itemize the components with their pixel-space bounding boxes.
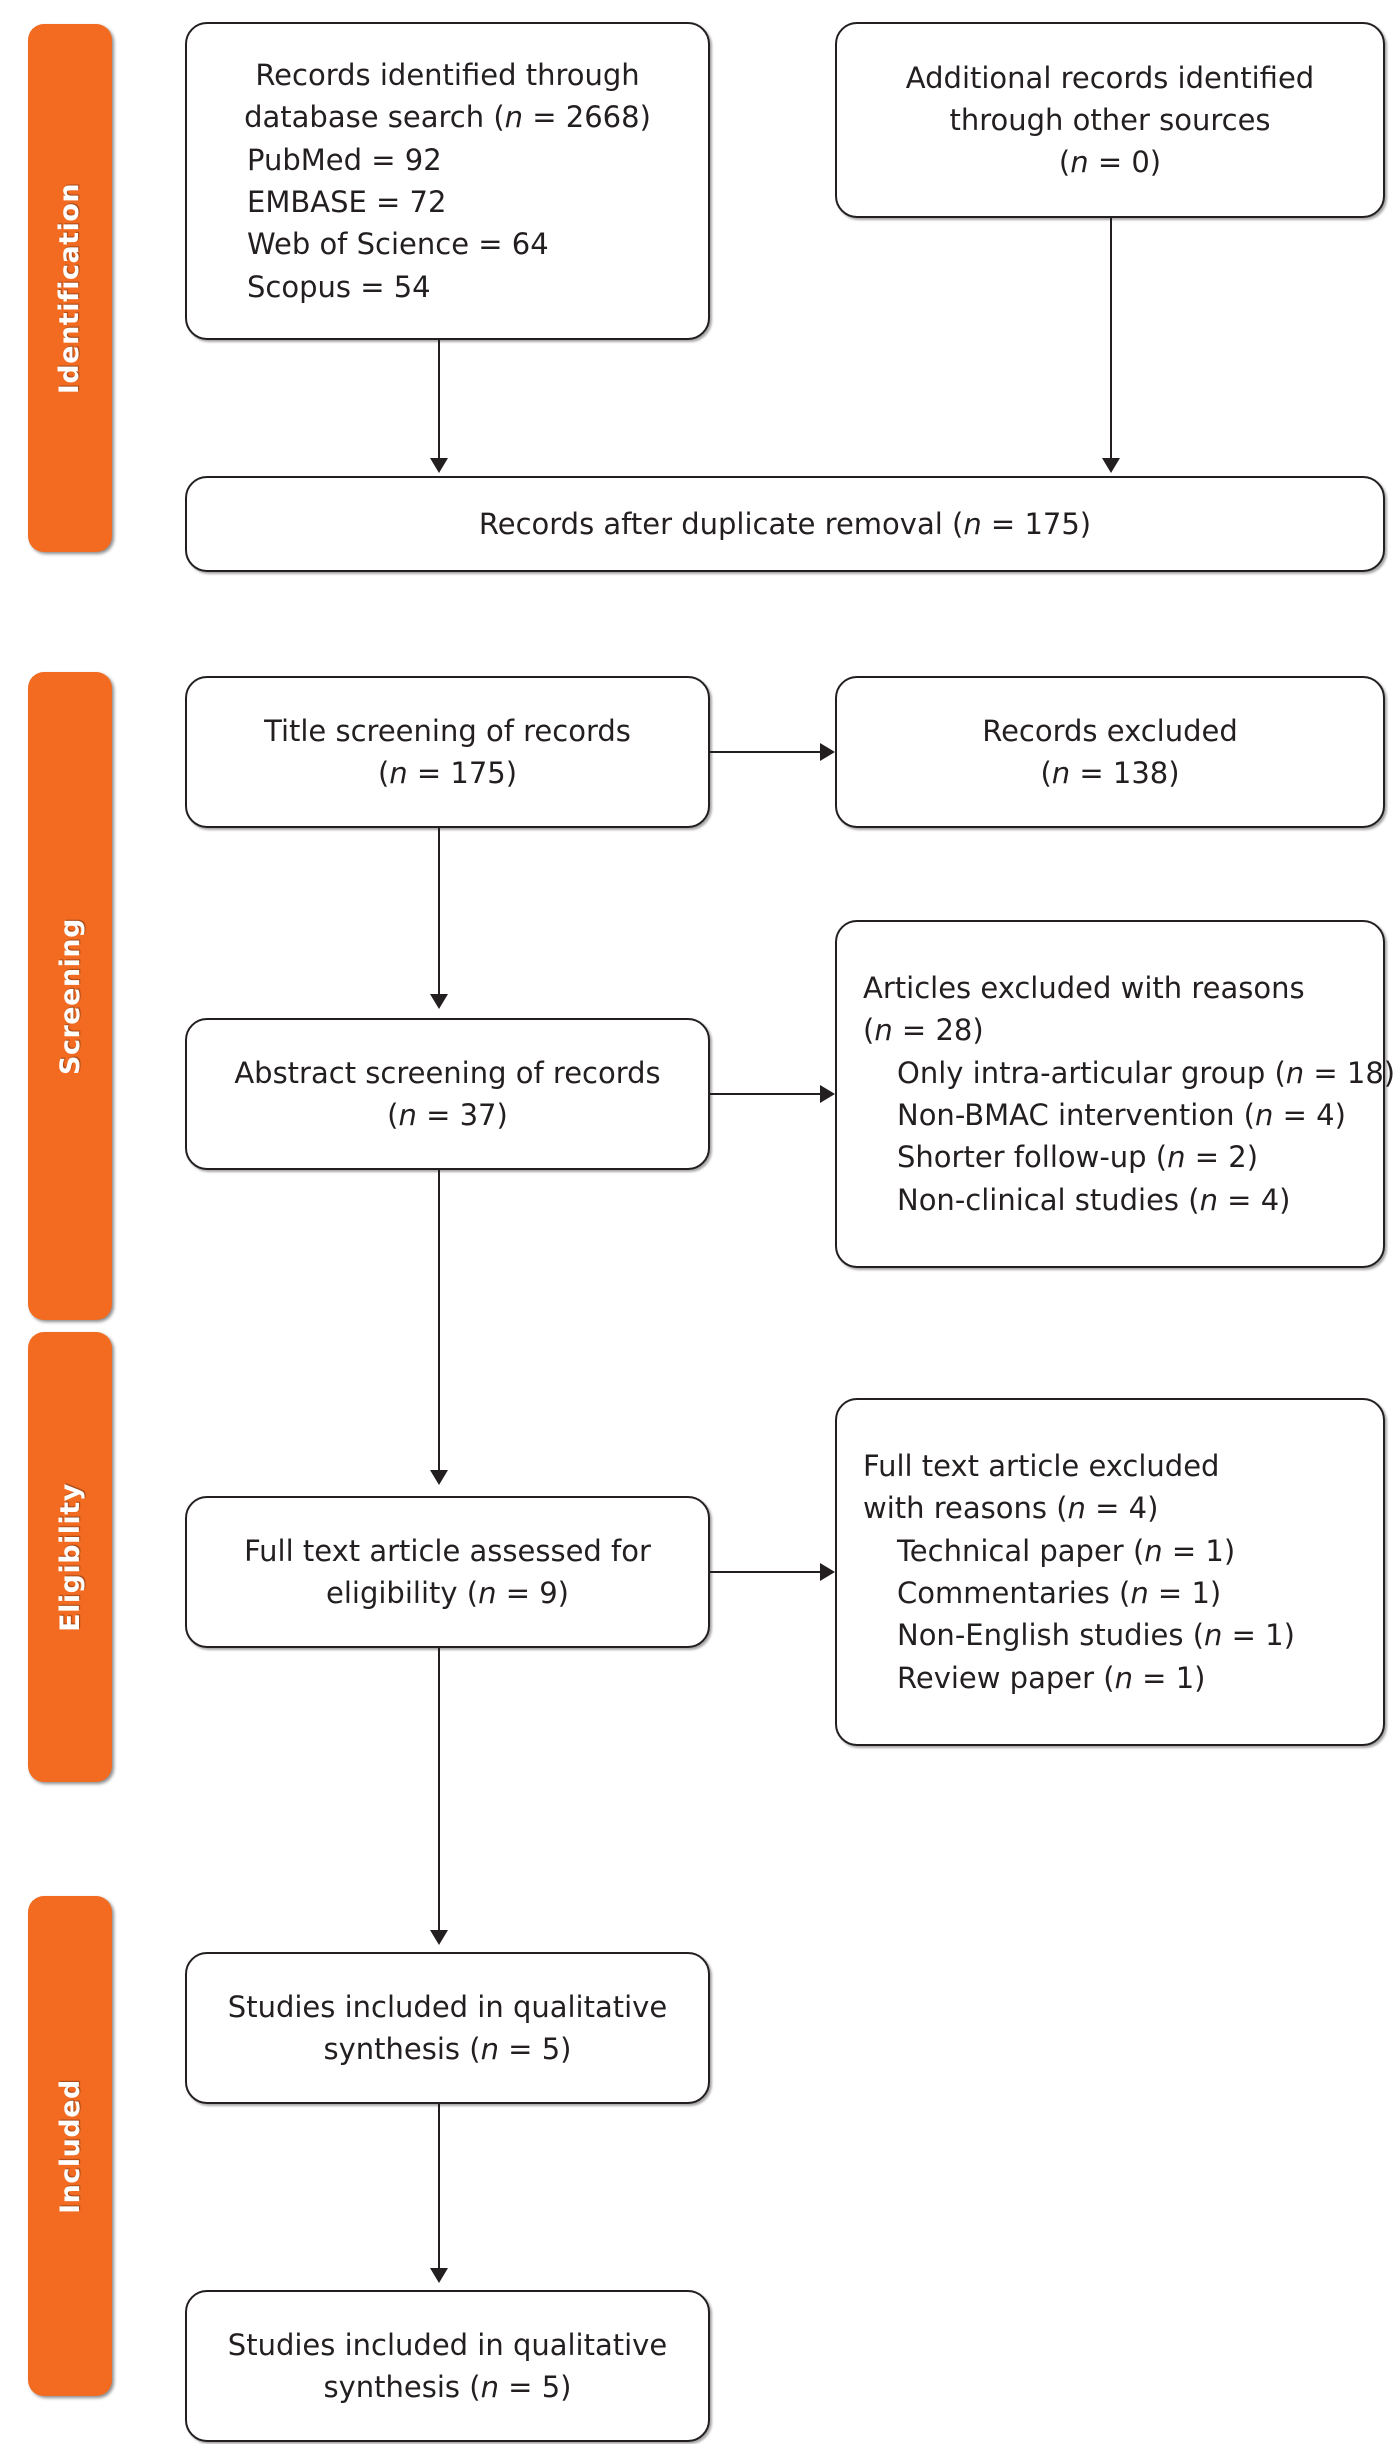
phase-label-screening: Screening bbox=[54, 917, 86, 1075]
box-line: (n = 0) bbox=[1058, 145, 1162, 180]
box-line: Non-English studies (n = 1) bbox=[897, 1618, 1295, 1653]
connector-line bbox=[710, 751, 820, 753]
phase-bar-identification: Identification bbox=[28, 24, 112, 552]
box-line: Studies included in qualitative bbox=[227, 1989, 668, 2024]
records-identified-database-search-box: Records identified through database sear… bbox=[185, 22, 710, 340]
articles-excluded-with-reasons-box: Articles excluded with reasons (n = 28) … bbox=[835, 920, 1394, 1268]
connector-arrow bbox=[430, 458, 448, 473]
box-line: Commentaries (n = 1) bbox=[897, 1576, 1222, 1610]
box-line: Additional records identified bbox=[905, 60, 1315, 95]
studies-included-qualitative-synthesis-1-box: Studies included in qualitative synthesi… bbox=[185, 1952, 710, 2104]
box-line: Studies included in qualitative bbox=[227, 2327, 668, 2362]
box-line: Shorter follow-up (n = 2) bbox=[897, 1140, 1259, 1175]
box-line: with reasons (n = 4) bbox=[863, 1491, 1159, 1526]
box-line: PubMed = 92 bbox=[247, 142, 442, 177]
phase-bar-included: Included bbox=[28, 1896, 112, 2396]
connector-line bbox=[710, 1571, 820, 1573]
phase-label-included: Included bbox=[54, 2078, 86, 2214]
phase-label-identification: Identification bbox=[54, 182, 86, 394]
connector-line bbox=[438, 1170, 440, 1470]
phase-label-eligibility: Eligibility bbox=[54, 1482, 86, 1632]
box-line: Full text article assessed for bbox=[244, 1533, 651, 1568]
connector-arrow bbox=[820, 743, 835, 761]
box-line: (n = 37) bbox=[387, 1098, 508, 1132]
connector-arrow bbox=[820, 1563, 835, 1581]
title-screening-of-records-box: Title screening of records (n = 175) bbox=[185, 676, 710, 828]
connector-line bbox=[1110, 218, 1112, 458]
box-line: database search (n = 2668) bbox=[244, 100, 651, 135]
box-line: Articles excluded with reasons bbox=[863, 971, 1305, 1006]
records-after-duplicate-removal-box: Records after duplicate removal (n = 175… bbox=[185, 476, 1385, 572]
box-line: Full text article excluded bbox=[863, 1449, 1220, 1484]
box-line: Review paper (n = 1) bbox=[897, 1660, 1206, 1695]
phase-bar-eligibility: Eligibility bbox=[28, 1332, 112, 1782]
box-line: Records identified through bbox=[255, 58, 640, 93]
box-line: EMBASE = 72 bbox=[247, 185, 447, 219]
additional-records-other-sources-box: Additional records identified through ot… bbox=[835, 22, 1385, 218]
box-line: through other sources bbox=[949, 102, 1271, 137]
box-line: (n = 175) bbox=[377, 756, 518, 790]
connector-arrow bbox=[820, 1085, 835, 1103]
box-line: Title screening of records bbox=[264, 713, 631, 748]
box-line: Non-clinical studies (n = 4) bbox=[897, 1182, 1291, 1217]
connector-line bbox=[710, 1093, 820, 1095]
box-line: Only intra-articular group (n = 18) bbox=[897, 1055, 1394, 1090]
connector-arrow bbox=[430, 994, 448, 1009]
box-line: Records after duplicate removal (n = 175… bbox=[478, 506, 1092, 541]
phase-bar-screening: Screening bbox=[28, 672, 112, 1320]
box-line: Web of Science = 64 bbox=[247, 227, 549, 262]
connector-line bbox=[438, 340, 440, 458]
box-line: Technical paper (n = 1) bbox=[897, 1533, 1236, 1568]
box-line: Abstract screening of records bbox=[234, 1055, 661, 1090]
abstract-screening-of-records-box: Abstract screening of records (n = 37) bbox=[185, 1018, 710, 1170]
connector-line bbox=[438, 1648, 440, 1930]
box-line: eligibility (n = 9) bbox=[326, 1576, 569, 1610]
box-line: Non-BMAC intervention (n = 4) bbox=[897, 1098, 1346, 1132]
connector-line bbox=[438, 2104, 440, 2268]
box-line: Scopus = 54 bbox=[247, 269, 431, 304]
studies-included-qualitative-synthesis-2-box: Studies included in qualitative synthesi… bbox=[185, 2290, 710, 2442]
box-line: (n = 138) bbox=[1040, 756, 1180, 790]
full-text-article-excluded-box: Full text article excluded with reasons … bbox=[835, 1398, 1385, 1746]
box-line: synthesis (n = 5) bbox=[323, 2032, 572, 2066]
connector-arrow bbox=[430, 1470, 448, 1485]
connector-arrow bbox=[1102, 458, 1120, 473]
box-line: synthesis (n = 5) bbox=[323, 2370, 572, 2404]
connector-line bbox=[438, 828, 440, 994]
box-line: (n = 28) bbox=[863, 1013, 984, 1048]
records-excluded-box: Records excluded (n = 138) bbox=[835, 676, 1385, 828]
box-line: Records excluded bbox=[982, 713, 1238, 748]
connector-arrow bbox=[430, 1930, 448, 1945]
full-text-article-assessed-box: Full text article assessed for eligibili… bbox=[185, 1496, 710, 1648]
connector-arrow bbox=[430, 2268, 448, 2283]
